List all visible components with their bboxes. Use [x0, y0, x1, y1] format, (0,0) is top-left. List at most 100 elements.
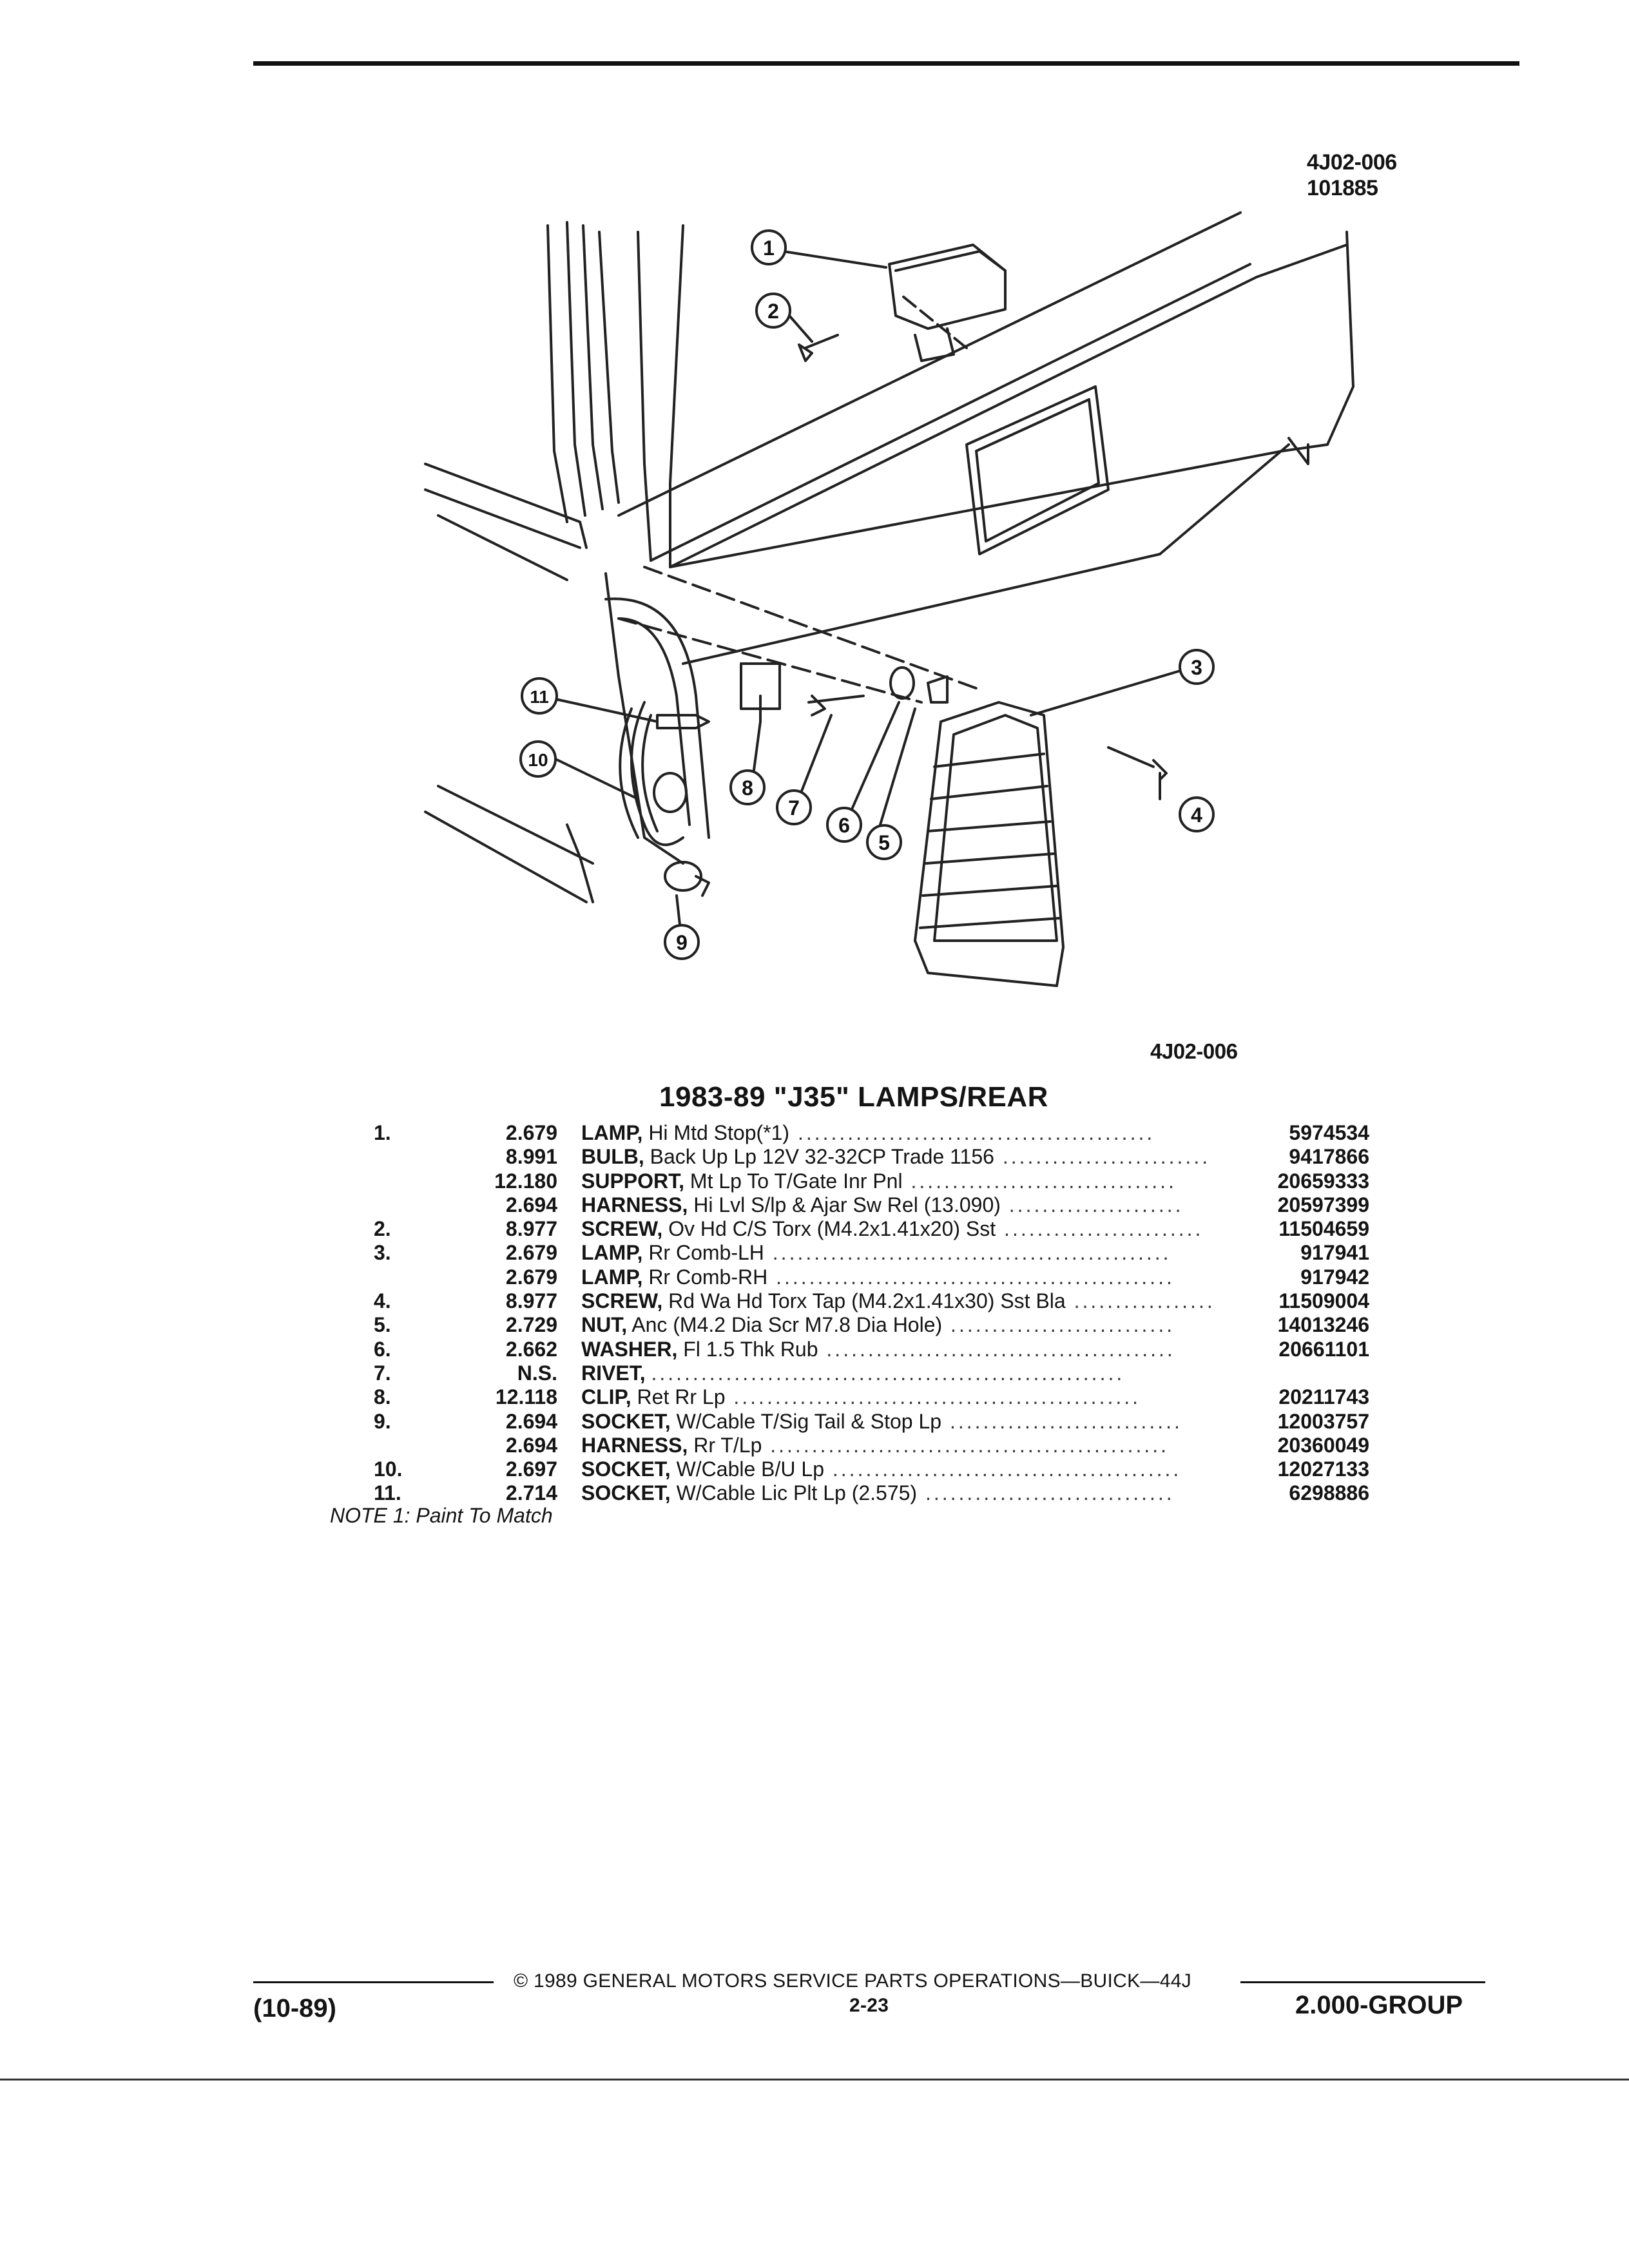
top-rule [253, 61, 1519, 66]
part-number: 11504659 [1278, 1217, 1369, 1241]
part-detail: W/Cable Lic Plt Lp (2.575) [676, 1481, 918, 1505]
part-detail: Rd Wa Hd Torx Tap (M4.2x1.41x30) Sst Bla [668, 1289, 1066, 1313]
part-name: SOCKET, [581, 1409, 671, 1433]
footer-rule-left [253, 1981, 494, 1983]
part-name: LAMP, [581, 1265, 643, 1289]
svg-text:11: 11 [530, 687, 549, 707]
svg-text:8: 8 [742, 776, 753, 800]
part-detail: Fl 1.5 Thk Rub [683, 1337, 818, 1361]
part-name: WASHER, [581, 1337, 678, 1361]
parts-row: 4. 8.977 SCREW, Rd Wa Hd Torx Tap (M4.2x1.… [335, 1289, 1369, 1313]
svg-text:4: 4 [1191, 803, 1202, 827]
exploded-view-illustration: 1 2 3 4 5 6 7 8 9 10 11 [424, 211, 1354, 987]
part-description: SUPPORT, Mt Lp To T/Gate Inr Pnl .......… [581, 1169, 1257, 1193]
bottom-rule [0, 2079, 1629, 2081]
group-number: 8.977 [505, 1289, 557, 1313]
part-name: RIVET, [581, 1361, 646, 1385]
group-number: 12.180 [494, 1169, 557, 1193]
part-number: 14013246 [1277, 1313, 1369, 1337]
part-number: 917941 [1300, 1241, 1369, 1265]
dot-leader: ........................................… [762, 1433, 1169, 1457]
callout-5: 5 [866, 824, 902, 860]
callout-8: 8 [729, 769, 766, 805]
part-description: WASHER, Fl 1.5 Thk Rub .................… [581, 1338, 1257, 1361]
parts-row: 11. 2.714 SOCKET, W/Cable Lic Plt Lp (2.57… [335, 1481, 1369, 1505]
part-name: HARNESS, [581, 1193, 688, 1216]
part-number: 20211743 [1278, 1385, 1369, 1409]
part-detail: Back Up Lp 12V 32-32CP Trade 1156 [650, 1145, 994, 1169]
part-detail: W/Cable T/Sig Tail & Stop Lp [676, 1409, 942, 1433]
dot-leader: ..................... [1000, 1193, 1184, 1216]
part-detail: Rr Comb-RH [648, 1265, 768, 1289]
dot-leader: ........................................… [725, 1385, 1141, 1409]
part-description: SCREW, Ov Hd C/S Torx (M4.2x1.41x20) Sst… [581, 1217, 1257, 1241]
group-number: 2.694 [505, 1433, 557, 1457]
section-title: 1983-89 "J35" LAMPS/REAR [659, 1081, 1048, 1113]
svg-text:1: 1 [763, 236, 775, 260]
group-number: 2.714 [505, 1481, 557, 1505]
figure-ref-code-bottom: 4J02-006 [1150, 1039, 1238, 1063]
item-number: 4. [374, 1289, 391, 1313]
part-number: 5974534 [1289, 1121, 1369, 1144]
group-number: 2.694 [505, 1409, 557, 1433]
dot-leader: ................. [1065, 1289, 1215, 1313]
part-number: 9417866 [1289, 1145, 1369, 1169]
footer-group: 2.000-GROUP [1295, 1991, 1463, 2019]
part-name: CLIP, [581, 1385, 631, 1409]
part-name: NUT, [581, 1313, 628, 1337]
footnote: NOTE 1: Paint To Match [330, 1504, 553, 1527]
group-number: 12.118 [495, 1385, 557, 1409]
part-number: 11509004 [1278, 1289, 1369, 1313]
callout-3: 3 [1179, 649, 1215, 685]
part-description: LAMP, Rr Comb-LH .......................… [581, 1241, 1257, 1265]
part-description: LAMP, Rr Comb-RH .......................… [581, 1265, 1257, 1289]
part-number: 12003757 [1277, 1409, 1369, 1433]
part-name: SUPPORT, [581, 1169, 685, 1193]
part-description: NUT, Anc (M4.2 Dia Scr M7.8 Dia Hole) ..… [581, 1313, 1257, 1337]
figure-ref-code: 4J02-006 [1307, 150, 1397, 175]
group-number: 2.697 [505, 1457, 557, 1481]
part-description: RIVET, .................................… [581, 1361, 1257, 1385]
dot-leader: ........................................… [767, 1265, 1175, 1289]
group-number: N.S. [517, 1361, 557, 1385]
part-description: CLIP, Ret Rr Lp ........................… [581, 1385, 1257, 1409]
item-number [335, 1434, 448, 1457]
part-detail: Anc (M4.2 Dia Scr M7.8 Dia Hole) [631, 1313, 943, 1337]
dot-leader: ............................ [941, 1409, 1182, 1433]
part-detail: Rr T/Lp [693, 1433, 762, 1457]
dot-leader: ........................................… [789, 1121, 1155, 1144]
part-description: SOCKET, W/Cable B/U Lp .................… [581, 1457, 1257, 1481]
part-detail: W/Cable B/U Lp [676, 1457, 824, 1481]
part-number: 20659333 [1277, 1169, 1369, 1193]
item-number: 8. [374, 1385, 391, 1409]
part-detail: Rr Comb-LH [648, 1241, 764, 1265]
callout-6: 6 [826, 807, 862, 843]
group-number: 2.679 [505, 1241, 557, 1265]
dot-leader: ......................... [994, 1145, 1211, 1169]
svg-text:5: 5 [878, 831, 890, 854]
part-description: SOCKET, W/Cable Lic Plt Lp (2.575) .....… [581, 1481, 1257, 1505]
item-number: 11. [374, 1481, 401, 1505]
dot-leader: ........................................… [651, 1361, 1125, 1385]
item-number: 2. [374, 1217, 391, 1241]
part-name: SOCKET, [581, 1457, 671, 1481]
dot-leader: ................................ [902, 1169, 1177, 1193]
part-detail: Hi Lvl S/lp & Ajar Sw Rel (13.090) [693, 1193, 1001, 1216]
part-detail: Hi Mtd Stop(*1) [648, 1121, 790, 1144]
item-number [335, 1265, 448, 1289]
item-number: 10. [374, 1457, 403, 1481]
svg-text:7: 7 [788, 796, 800, 820]
group-number: 8.991 [505, 1145, 557, 1169]
part-description: SCREW, Rd Wa Hd Torx Tap (M4.2x1.41x30) … [581, 1289, 1257, 1313]
part-number: 20360049 [1277, 1433, 1369, 1457]
item-number: 5. [374, 1313, 391, 1337]
part-description: LAMP, Hi Mtd Stop(*1) ..................… [581, 1121, 1257, 1145]
figure-ref-date: 101885 [1307, 176, 1378, 200]
